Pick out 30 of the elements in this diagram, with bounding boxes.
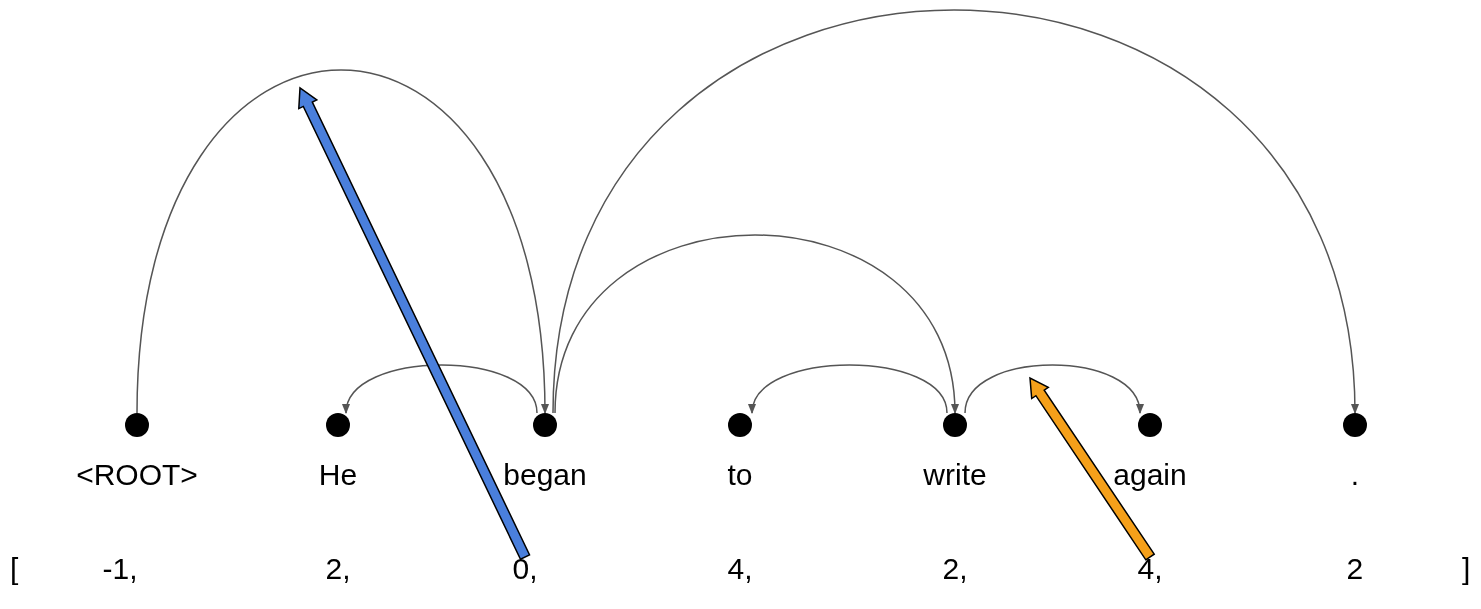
index-number: 4, xyxy=(727,552,753,586)
dependency-arc xyxy=(136,69,549,415)
dependency-arc xyxy=(344,364,538,414)
dependency-arc xyxy=(750,364,948,414)
index-number: 4, xyxy=(1137,552,1163,586)
dependency-arc xyxy=(554,234,958,415)
word-label: . xyxy=(1350,458,1360,492)
node-dot xyxy=(533,413,557,437)
index-number: -1, xyxy=(102,552,138,586)
word-label: to xyxy=(727,458,753,492)
node-dot xyxy=(326,413,350,437)
index-number: 2, xyxy=(942,552,968,586)
word-label: <ROOT> xyxy=(76,458,198,492)
word-label: began xyxy=(503,458,587,492)
word-label: He xyxy=(318,458,358,492)
pointer-arrow xyxy=(297,86,531,561)
node-dot xyxy=(125,413,149,437)
bracket-label: [ xyxy=(10,552,19,586)
node-dot xyxy=(728,413,752,437)
dependency-arc xyxy=(964,364,1142,414)
word-label: again xyxy=(1113,458,1187,492)
pointer-arrow xyxy=(1029,376,1156,561)
bracket-label: ] xyxy=(1462,552,1471,586)
index-number: 2 xyxy=(1346,552,1364,586)
node-dot xyxy=(1343,413,1367,437)
node-dot xyxy=(943,413,967,437)
word-label: write xyxy=(923,458,987,492)
index-number: 2, xyxy=(325,552,351,586)
node-dot xyxy=(1138,413,1162,437)
index-number: 0, xyxy=(512,552,538,586)
